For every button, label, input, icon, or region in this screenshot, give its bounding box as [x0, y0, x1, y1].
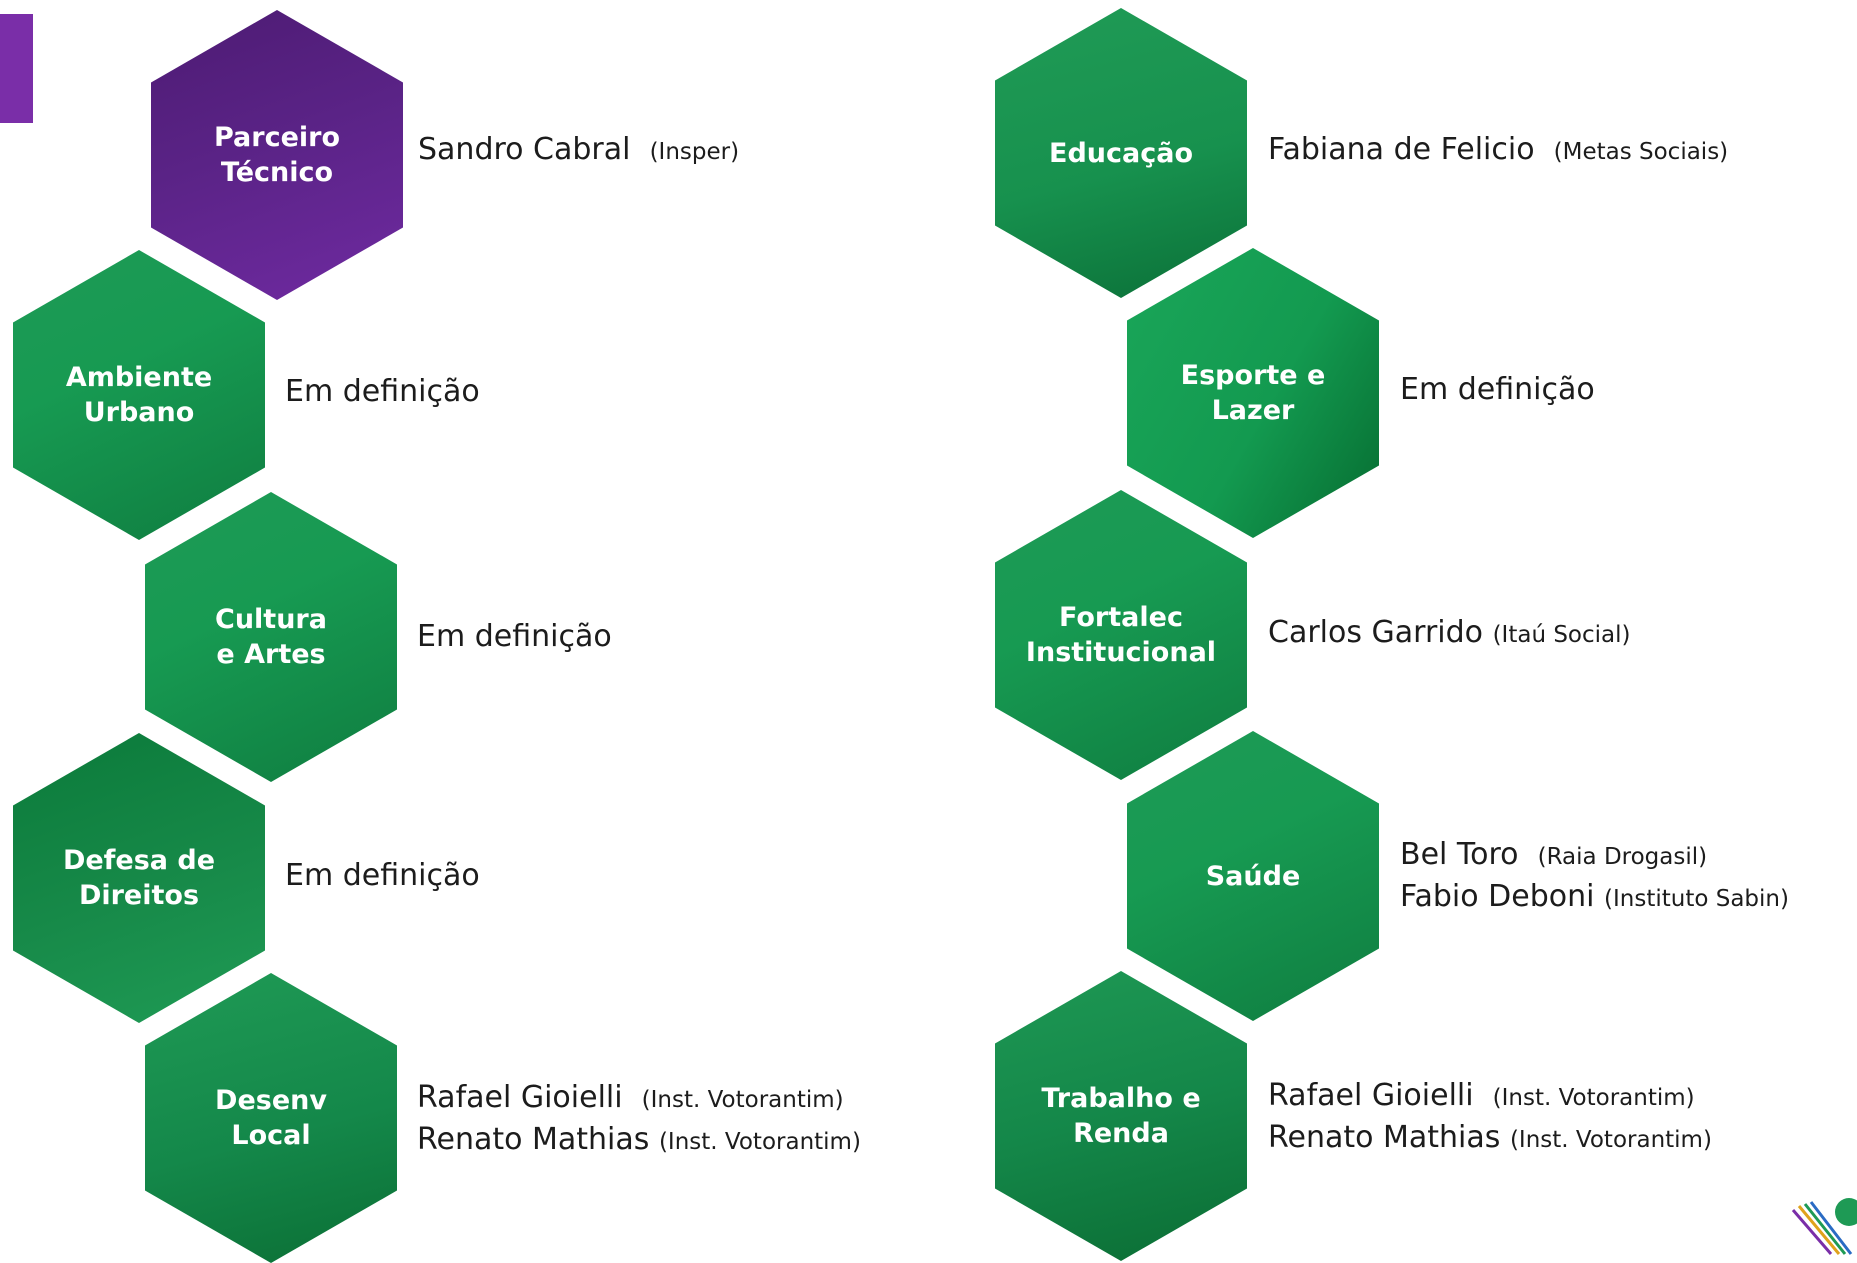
fortalec-institucional-info: Carlos Garrido (Itaú Social) — [1268, 613, 1631, 655]
hexagon-trabalho-renda: Trabalho e Renda — [995, 971, 1247, 1261]
hexagon-label: Cultura e Artes — [215, 604, 327, 670]
status-text: Em definição — [285, 858, 480, 893]
hexagon-label: Esporte e Lazer — [1180, 360, 1326, 426]
hexagon-label: Fortalec Institucional — [1025, 602, 1217, 668]
contact-line: Fabio Deboni (Instituto Sabin) — [1400, 877, 1789, 919]
contact-line: Renato Mathias (Inst. Votorantim) — [417, 1120, 861, 1162]
organization: (Itaú Social) — [1492, 622, 1631, 648]
organization: (Insper) — [649, 139, 740, 165]
brand-logo-icon — [1791, 1198, 1857, 1255]
person-name: Bel Toro — [1400, 837, 1519, 872]
educacao-info: Fabiana de Felicio (Metas Sociais) — [1268, 130, 1728, 172]
contact-line: Rafael Gioielli (Inst. Votorantim) — [417, 1078, 861, 1120]
cultura-artes-info: Em definição — [417, 617, 612, 657]
hexagon-saude: Saúde — [1127, 731, 1379, 1021]
hexagon-label: Parceiro Técnico — [213, 122, 341, 188]
accent-bar — [0, 14, 33, 123]
hexagon-educacao: Educação — [995, 8, 1247, 298]
person-name: Rafael Gioielli — [417, 1080, 623, 1115]
organization: (Instituto Sabin) — [1604, 886, 1789, 912]
hexagon-ambiente-urbano: Ambiente Urbano — [13, 250, 265, 540]
defesa-direitos-info: Em definição — [285, 856, 480, 896]
hexagon-label: Educação — [1049, 137, 1193, 169]
parceiro-tecnico-info: Sandro Cabral (Insper) — [418, 130, 739, 172]
organization: (Raia Drogasil) — [1537, 844, 1708, 870]
organization: (Inst. Votorantim) — [641, 1087, 844, 1113]
person-name: Carlos Garrido — [1268, 615, 1484, 650]
contact-line: Renato Mathias (Inst. Votorantim) — [1268, 1118, 1712, 1160]
contact-line: Bel Toro (Raia Drogasil) — [1400, 835, 1789, 877]
status-text: Em definição — [285, 374, 480, 409]
trabalho-renda-info: Rafael Gioielli (Inst. Votorantim) Renat… — [1268, 1076, 1712, 1160]
person-name: Fabio Deboni — [1400, 879, 1595, 914]
organization: (Inst. Votorantim) — [658, 1129, 861, 1155]
hexagon-label: Ambiente Urbano — [65, 362, 213, 428]
hexagon-defesa-direitos: Defesa de Direitos — [13, 733, 265, 1023]
person-name: Rafael Gioielli — [1268, 1078, 1474, 1113]
esporte-lazer-info: Em definição — [1400, 370, 1595, 410]
status-text: Em definição — [417, 619, 612, 654]
hexagon-parceiro-tecnico: Parceiro Técnico — [151, 10, 403, 300]
hexagon-fortalec-institucional: Fortalec Institucional — [995, 490, 1247, 780]
status-text: Em definição — [1400, 372, 1595, 407]
hexagon-label: Desenv Local — [215, 1085, 327, 1151]
hexagon-label: Trabalho e Renda — [1041, 1083, 1201, 1149]
organization: (Metas Sociais) — [1553, 139, 1729, 165]
hexagon-label: Defesa de Direitos — [62, 845, 216, 911]
hexagon-desenv-local: Desenv Local — [145, 973, 397, 1263]
organization: (Inst. Votorantim) — [1509, 1127, 1712, 1153]
saude-info: Bel Toro (Raia Drogasil) Fabio Deboni (I… — [1400, 835, 1789, 919]
hexagon-esporte-lazer: Esporte e Lazer — [1127, 248, 1379, 538]
hexagon-cultura-artes: Cultura e Artes — [145, 492, 397, 782]
contact-line: Rafael Gioielli (Inst. Votorantim) — [1268, 1076, 1712, 1118]
person-name: Renato Mathias — [1268, 1120, 1501, 1155]
desenv-local-info: Rafael Gioielli (Inst. Votorantim) Renat… — [417, 1078, 861, 1162]
ambiente-urbano-info: Em definição — [285, 372, 480, 412]
person-name: Sandro Cabral — [418, 132, 631, 167]
hexagon-label: Saúde — [1205, 860, 1301, 892]
organization: (Inst. Votorantim) — [1492, 1085, 1695, 1111]
person-name: Fabiana de Felicio — [1268, 132, 1535, 167]
person-name: Renato Mathias — [417, 1122, 650, 1157]
